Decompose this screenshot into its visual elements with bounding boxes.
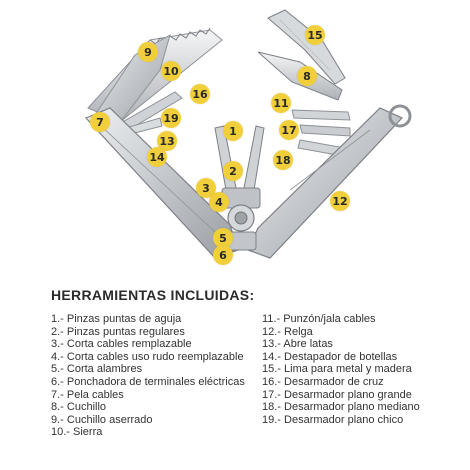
metal-file [267, 9, 346, 85]
badge-7: 7 [90, 112, 110, 132]
badge-16: 16 [190, 84, 210, 104]
badge-14: 14 [147, 147, 167, 167]
badge-15: 15 [305, 25, 325, 45]
list-item: 4.- Corta cables uso rudo reemplazable [51, 350, 244, 363]
list-item: 14.- Destapador de botellas [262, 350, 398, 363]
badge-18: 18 [273, 150, 293, 170]
badge-13: 13 [157, 131, 177, 151]
list-item: 5.- Corta alambres [51, 363, 143, 376]
right-small-tools [291, 109, 351, 157]
multitool-illustration [84, 9, 412, 259]
list-item: 11.- Punzón/jala cables [262, 313, 376, 325]
tools-list-right: 11.- Punzón/jala cables 12.- Relga 13.- … [262, 313, 420, 426]
badge-4: 4 [209, 192, 229, 212]
badge-9: 9 [138, 42, 158, 62]
badge-3: 3 [196, 178, 216, 198]
list-item: 16.- Desarmador de cruz [262, 375, 384, 388]
list-item: 15.- Lima para metal y madera [262, 363, 412, 376]
list-item: 1.- Pinzas puntas de aguja [51, 313, 182, 325]
badge-11: 11 [271, 93, 291, 113]
tools-heading: HERRAMIENTAS INCLUIDAS: [51, 287, 255, 303]
list-item: 17.- Desarmador plano grande [262, 388, 412, 401]
badge-17: 17 [279, 120, 299, 140]
badge-8: 8 [297, 66, 317, 86]
list-item: 9.- Cuchillo aserrado [51, 413, 153, 426]
list-item: 3.- Corta cables remplazable [51, 338, 192, 351]
list-item: 10.- Sierra [51, 426, 103, 439]
badge-12: 12 [330, 191, 350, 211]
list-item: 6.- Ponchadora de terminales eléctricas [51, 375, 245, 388]
badge-5: 5 [213, 228, 233, 248]
right-handle [247, 104, 412, 259]
list-item: 8.- Cuchillo [51, 401, 107, 414]
pliers-head [214, 125, 265, 251]
list-item: 7.- Pela cables [51, 388, 124, 401]
badge-19: 19 [161, 108, 181, 128]
list-item: 12.- Relga [262, 325, 313, 338]
badge-2: 2 [223, 161, 243, 181]
badge-6: 6 [213, 245, 233, 265]
list-item: 13.- Abre latas [262, 338, 333, 351]
list-item: 2.- Pinzas puntas regulares [51, 325, 185, 338]
list-item: 18.- Desarmador plano mediano [262, 401, 420, 414]
tools-list-left: 1.- Pinzas puntas de aguja 2.- Pinzas pu… [51, 313, 245, 439]
list-item: 19.- Desarmador plano chico [262, 413, 404, 426]
badge-10: 10 [161, 61, 181, 81]
badge-1: 1 [223, 121, 243, 141]
